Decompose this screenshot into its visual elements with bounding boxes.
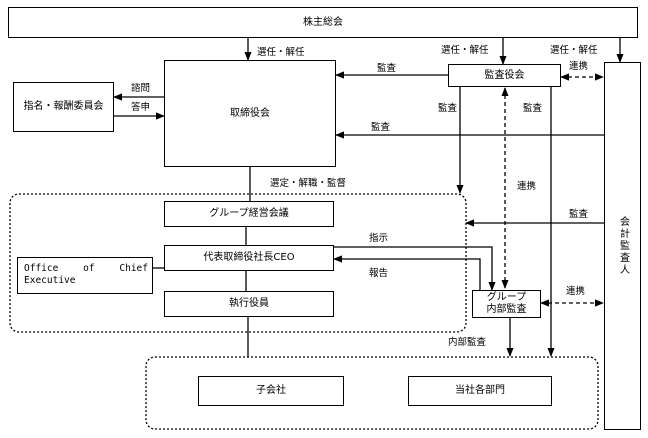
label-auditor-board: 監査 bbox=[371, 122, 391, 133]
arrow-instruct bbox=[334, 246, 496, 291]
label-appoint-auditor: 選任・解任 bbox=[550, 45, 598, 56]
label-consult: 諮問 bbox=[131, 83, 151, 94]
label-report-back: 答申 bbox=[131, 102, 151, 113]
departments-box: 当社各部門 bbox=[408, 376, 552, 406]
label-audit-down-left: 監査 bbox=[438, 103, 458, 114]
label-coop-audit-internal: 連携 bbox=[517, 181, 537, 192]
group-mgmt-box: グループ経営会議 bbox=[164, 201, 334, 227]
label-appoint-board: 選任・解任 bbox=[257, 47, 305, 58]
office-ceo-box bbox=[17, 257, 153, 294]
label-select-dismiss: 選定・解職・監督 bbox=[270, 178, 347, 189]
ceo-box: 代表取締役社長CEO bbox=[164, 245, 334, 271]
label-coop-internal-auditor: 連携 bbox=[566, 286, 586, 297]
label-coop-audit-auditor: 連携 bbox=[569, 61, 589, 72]
nomination-committee-box: 指名・報酬委員会 bbox=[13, 82, 114, 132]
operations-region bbox=[145, 356, 599, 430]
auditor-box: 会計監査人 bbox=[604, 62, 641, 430]
label-auditor-exec: 監査 bbox=[569, 209, 589, 220]
exec-officers-box: 執行役員 bbox=[164, 291, 334, 317]
subsidiaries-box: 子会社 bbox=[198, 376, 344, 406]
executive-region bbox=[9, 193, 467, 333]
label-report: 報告 bbox=[369, 268, 389, 279]
label-appoint-audit: 選任・解任 bbox=[441, 45, 489, 56]
arrow-report bbox=[333, 255, 481, 290]
label-internal-audit: 内部監査 bbox=[448, 337, 487, 348]
audit-board-box: 監査役会 bbox=[448, 64, 561, 87]
board-box: 取締役会 bbox=[164, 60, 336, 167]
label-audit-down-right: 監査 bbox=[523, 103, 543, 114]
office-ceo-label: Office of Chief Executive bbox=[24, 263, 148, 286]
shareholders-box: 株主総会 bbox=[8, 7, 638, 38]
label-instruct: 指示 bbox=[369, 233, 389, 244]
label-audit-board-board: 監査 bbox=[377, 63, 397, 74]
internal-audit-box: グループ 内部監査 bbox=[472, 290, 541, 318]
